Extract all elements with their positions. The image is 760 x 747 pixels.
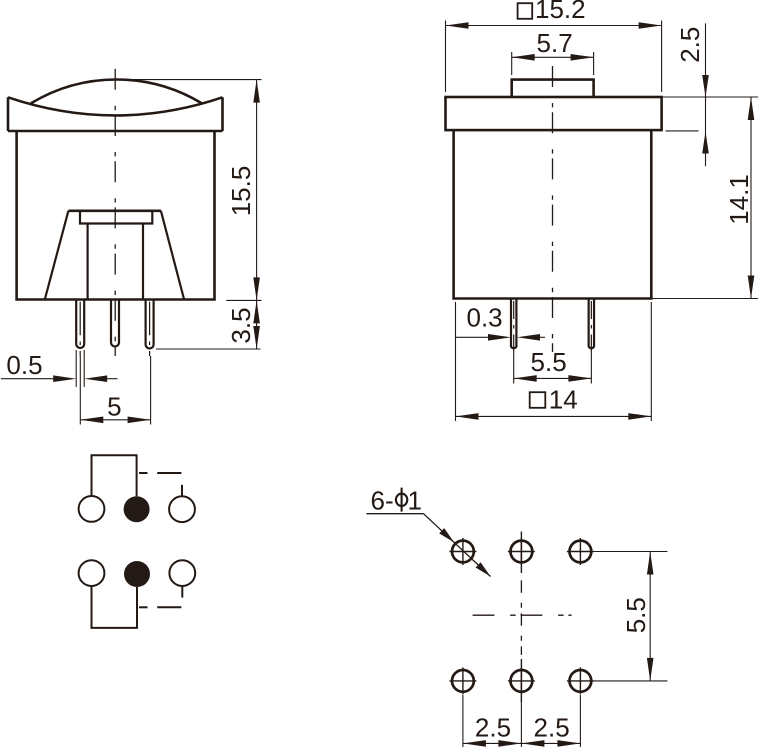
svg-text:2.5: 2.5 — [475, 713, 511, 743]
svg-text:5.5: 5.5 — [621, 597, 651, 633]
svg-text:2.5: 2.5 — [675, 27, 705, 63]
svg-text:14: 14 — [549, 385, 578, 415]
svg-text:0.5: 0.5 — [6, 350, 42, 380]
svg-text:5: 5 — [107, 391, 121, 421]
svg-text:3.5: 3.5 — [226, 307, 256, 343]
svg-text:0.3: 0.3 — [467, 303, 503, 333]
svg-text:15.5: 15.5 — [226, 166, 256, 217]
svg-text:6-: 6- — [371, 486, 394, 516]
svg-text:5.5: 5.5 — [531, 347, 567, 377]
svg-text:15.2: 15.2 — [535, 0, 586, 24]
svg-text:1: 1 — [408, 486, 422, 516]
svg-text:2.5: 2.5 — [534, 713, 570, 743]
svg-text:14.1: 14.1 — [724, 174, 754, 225]
svg-text:5.7: 5.7 — [537, 28, 573, 58]
